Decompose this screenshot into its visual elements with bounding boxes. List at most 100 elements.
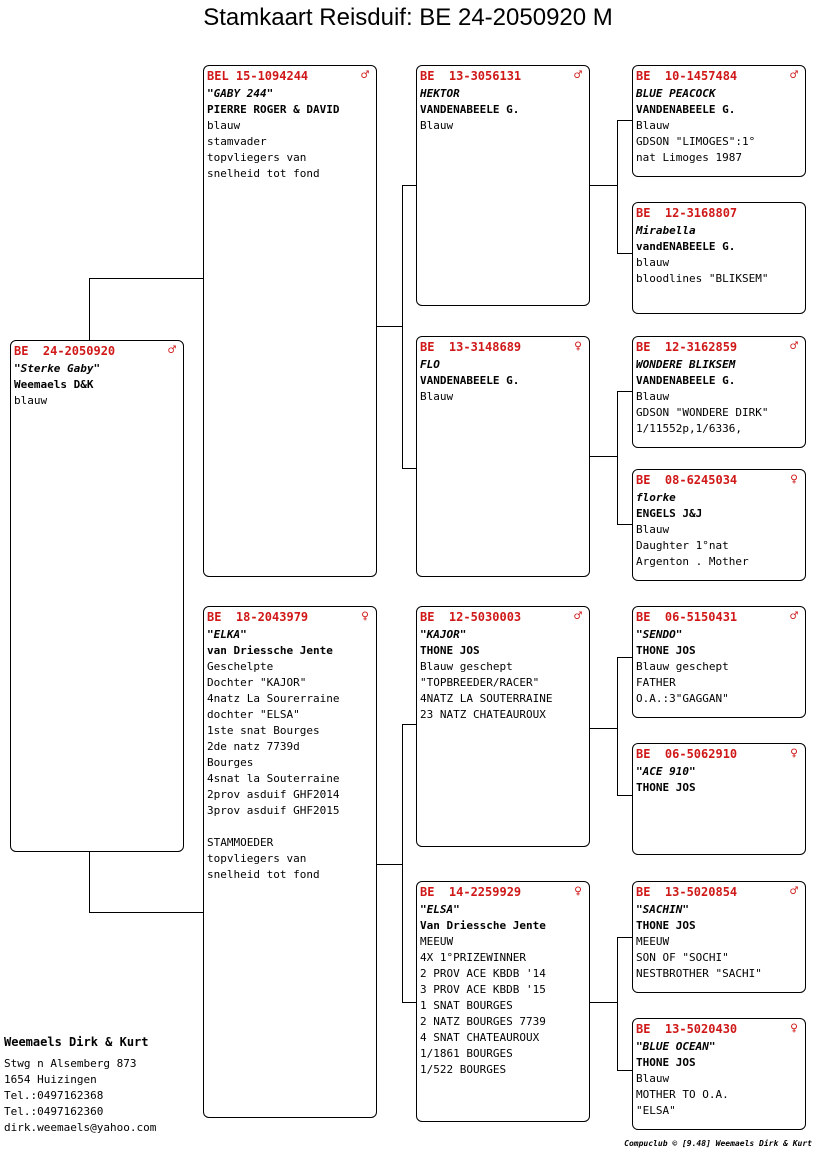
pigeon-note: GDSON "LIMOGES":1° (636, 135, 756, 148)
pigeon-note: dochter "ELSA" (207, 708, 300, 721)
pigeon-note: Blauw geschept (636, 660, 729, 673)
pigeon-note: Blauw (636, 1072, 670, 1085)
pigeon-name: FLO (420, 358, 440, 371)
female-icon: ♀ (790, 1021, 798, 1036)
pigeon-card-father[interactable]: BEL 15-1094244♂"GABY 244"PIERRE ROGER & … (203, 65, 377, 577)
card-header: BE 13-3056131♂ (420, 68, 586, 86)
pigeon-note: 1ste snat Bourges (207, 724, 320, 737)
footer-credit: Compuclub © [9.48] Weemaels Dirk & Kurt (624, 1139, 812, 1148)
connector-line (617, 937, 618, 1070)
breeder-name: Van Driessche Jente (420, 919, 546, 932)
breeder-name: vandENABEELE G. (636, 240, 736, 253)
breeder-name: Weemaels D&K (14, 378, 94, 391)
pigeon-note: 2prov asduif GHF2014 (207, 788, 340, 801)
pigeon-note: 3prov asduif GHF2015 (207, 804, 340, 817)
pigeon-card-mfm[interactable]: BE 06-5062910♀"ACE 910"THONE JOS (632, 743, 806, 855)
connector-line (402, 724, 403, 1002)
pigeon-note: snelheid tot fond (207, 868, 320, 881)
card-header: BE 13-5020430 ♀ (636, 1021, 802, 1039)
pigeon-note: Blauw geschept (420, 660, 513, 673)
pigeon-note: 4snat la Souterraine (207, 772, 340, 785)
ring-number: BE 06-5150431 (636, 610, 738, 624)
ring-number: BE 08-6245034 (636, 473, 738, 487)
female-icon: ♀ (790, 472, 798, 487)
breeder-name: VANDENABEELE G. (420, 374, 520, 387)
ring-number: BE 13-5020430 (636, 1022, 738, 1036)
owner-email[interactable]: dirk.weemaels@yahoo.com (4, 1121, 157, 1134)
ring-number: BE 10-1457484 (636, 69, 738, 83)
pigeon-note: blauw (636, 256, 670, 269)
pigeon-note: nat Limoges 1987 (636, 151, 742, 164)
connector-line (89, 912, 204, 913)
owner-phone-1: Tel.:0497162368 (4, 1089, 104, 1102)
breeder-name: VANDENABEELE G. (420, 103, 520, 116)
pigeon-note: "TOPBREEDER/RACER" (420, 676, 540, 689)
breeder-name: THONE JOS (636, 644, 696, 657)
pigeon-name: "BLUE OCEAN" (636, 1040, 716, 1053)
pigeon-note: Bourges (207, 756, 254, 769)
pigeon-name: "KAJOR" (420, 628, 467, 641)
connector-line (617, 391, 618, 524)
pigeon-note: 1 SNAT BOURGES (420, 999, 513, 1012)
breeder-name: THONE JOS (636, 1056, 696, 1069)
ring-number: BE 14-2259929 (420, 885, 522, 899)
pigeon-note: Argenton . Mother (636, 555, 749, 568)
pigeon-note: 3 PROV ACE KBDB '15 (420, 983, 546, 996)
connector-line (402, 185, 403, 468)
pigeon-note: 23 NATZ CHATEAUROUX (420, 708, 546, 721)
connector-line (617, 1070, 633, 1071)
breeder-name: PIERRE ROGER & DAVID (207, 103, 340, 116)
pigeon-note: O.A.:3"GAGGAN" (636, 692, 729, 705)
male-icon: ♂ (574, 68, 582, 83)
pigeon-note: snelheid tot fond (207, 167, 320, 180)
card-header: BEL 15-1094244 ♂ (207, 68, 373, 86)
pigeon-note: SON OF "SOCHI" (636, 951, 729, 964)
owner-phone-2: Tel.:0497162360 (4, 1105, 104, 1118)
ring-number: BE 12-3162859 (636, 340, 738, 354)
pigeon-card-mmm[interactable]: BE 13-5020430 ♀ "BLUE OCEAN" THONE JOS Blauw… (632, 1018, 806, 1130)
card-header: BE 12-5030003♂ (420, 609, 586, 627)
card-header: BE 12-3168807 (636, 205, 802, 223)
connector-line (402, 1002, 417, 1003)
ring-number: BEL 15-1094244 (207, 69, 309, 83)
pigeon-note: 1/1861 BOURGES (420, 1047, 513, 1060)
connector-line (617, 795, 633, 796)
pigeon-name: HEKTOR (420, 87, 460, 100)
card-header: BE 06-5062910♀ (636, 746, 802, 764)
connector-line (617, 391, 633, 392)
card-header: BE 12-3162859♂ (636, 339, 802, 357)
pigeon-name: "ACE 910" (636, 765, 696, 778)
connector-line (617, 657, 633, 658)
pigeon-note: 1/522 BOURGES (420, 1063, 507, 1076)
male-icon: ♂ (361, 68, 369, 83)
pigeon-note: FATHER (636, 676, 676, 689)
page-title: Stamkaart Reisduif: BE 24-2050920 M (203, 4, 613, 31)
pigeon-note (207, 819, 373, 835)
pigeon-name: "Sterke Gaby" (14, 362, 101, 375)
pigeon-note: STAMMOEDER (207, 836, 274, 849)
card-header: BE 13-3148689♀ (420, 339, 586, 357)
ring-number: BE 12-3168807 (636, 206, 738, 220)
pigeon-note: NESTBROTHER "SACHI" (636, 967, 762, 980)
male-icon: ♂ (790, 68, 798, 83)
ring-number: BE 13-5020854 (636, 885, 738, 899)
ring-number: BE 24-2050920 (14, 344, 116, 358)
male-icon: ♂ (574, 609, 582, 624)
pigeon-note: 4natz La Sourerraine (207, 692, 340, 705)
pigeon-note: MEEUW (420, 935, 454, 948)
connector-line (589, 185, 617, 186)
breeder-name: ENGELS J&J (636, 507, 703, 520)
female-icon: ♀ (574, 884, 582, 899)
